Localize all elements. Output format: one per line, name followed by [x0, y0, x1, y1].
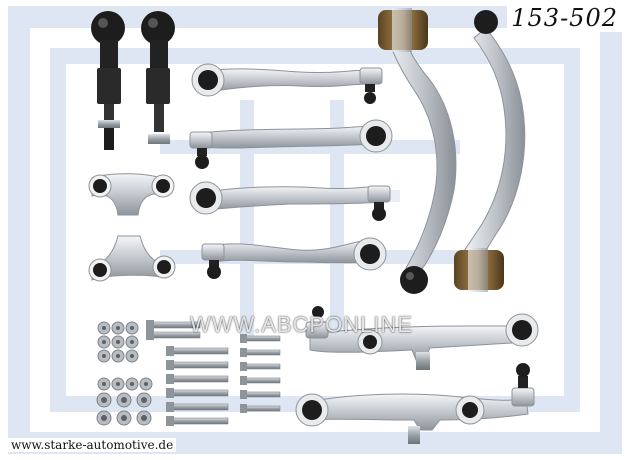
tie-rod-end-right	[141, 11, 175, 144]
lower-control-arm-lower	[295, 363, 535, 444]
upper-control-arm-2	[189, 119, 393, 169]
bolts	[146, 320, 281, 426]
upper-control-arm-1	[191, 63, 383, 104]
upper-control-arm-3	[189, 181, 391, 221]
upper-control-arm-4	[201, 237, 387, 279]
guide-arm-right	[454, 10, 526, 292]
tie-rod-end-left	[91, 11, 125, 150]
nuts-and-washers	[96, 321, 153, 426]
lower-control-arm-upper	[305, 306, 539, 370]
website-link[interactable]: www.starke-automotive.de	[8, 438, 177, 452]
watermark-text: WWW.ABCPONLINE	[190, 312, 414, 337]
stabilizer-link-upper	[88, 173, 175, 216]
stabilizer-link-lower	[88, 235, 176, 282]
part-number: 153-502	[507, 4, 622, 32]
guide-arm-left	[378, 8, 457, 294]
